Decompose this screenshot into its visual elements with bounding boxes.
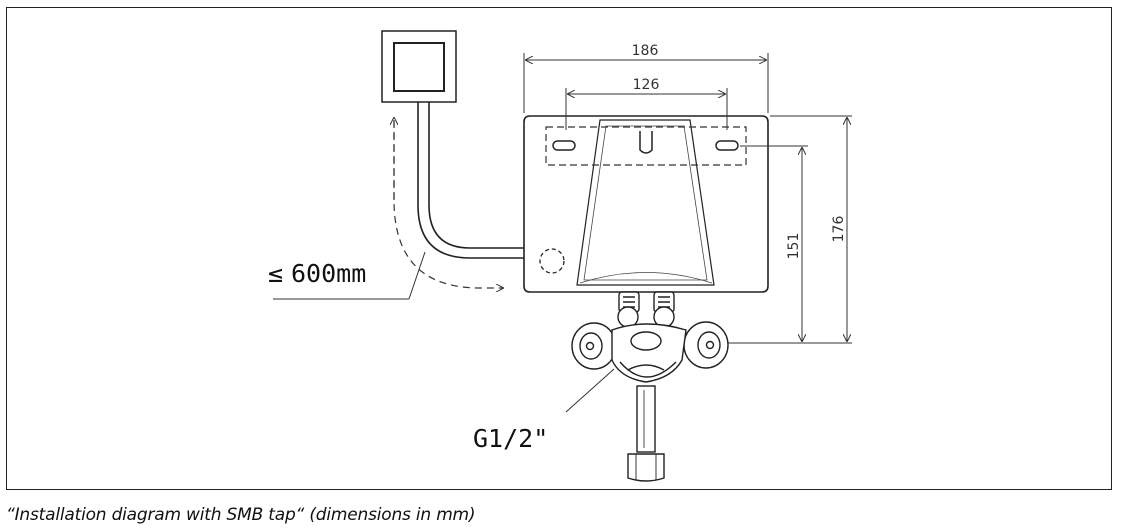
height-151-label: 151 [786,233,802,260]
smb-tap-valve [571,291,729,482]
thread-size-label: G1/2" [473,424,548,453]
max-distance-label: 600mm [291,259,366,288]
max-distance-symbol: ≤ [268,259,283,288]
cable-routing-path [394,118,503,288]
height-176-label: 176 [831,216,847,243]
remote-control-box [381,30,457,103]
dimension-lines [273,53,852,413]
diagram-frame [6,7,1112,490]
width-186-label: 186 [632,43,659,59]
width-126-label: 126 [633,77,660,93]
diagram-caption: “Installation diagram with SMB tap“ (dim… [6,505,476,525]
control-cable [417,102,544,259]
water-heater-body [523,115,769,293]
